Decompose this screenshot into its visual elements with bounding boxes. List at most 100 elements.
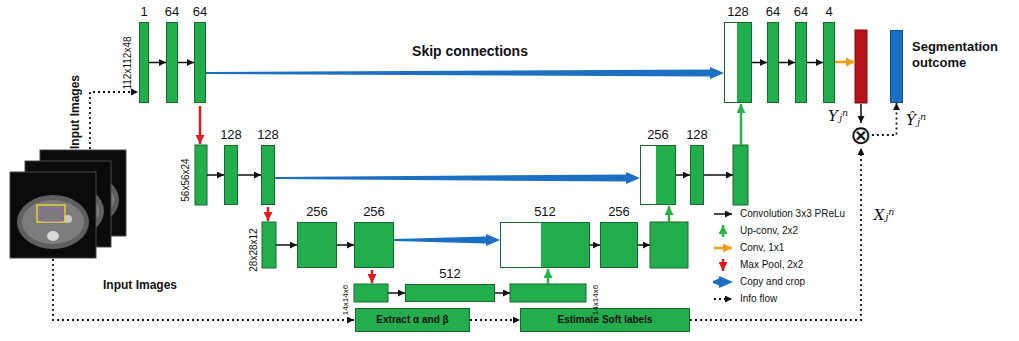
dimension-label: 28x28x12 — [248, 228, 260, 271]
legend-sample — [712, 276, 734, 288]
info-flow-arrow — [872, 103, 897, 135]
legend-label: Conv, 1x1 — [740, 242, 784, 254]
channel-count: 128 — [237, 127, 299, 143]
legend-sample — [712, 293, 734, 305]
info-flow-arrow — [470, 319, 520, 321]
up-conv-arrow — [740, 104, 743, 145]
legend-row: Info flow — [712, 290, 845, 307]
dimension-label: 14x14x6 — [591, 285, 600, 315]
feature-map: 64 — [194, 22, 206, 103]
probability-map — [855, 30, 867, 103]
legend-label: Info flow — [740, 293, 777, 305]
dimension-label: 112x112x48 — [122, 36, 134, 89]
up-conv-arrow — [668, 206, 671, 222]
channel-count: 256 — [273, 204, 361, 220]
edge-label: Xⱼⁿ — [874, 207, 895, 224]
feature-map: 128 — [224, 145, 238, 205]
edge-label: Skip connections — [412, 43, 528, 59]
legend-sample — [712, 259, 734, 271]
legend-arrow — [714, 298, 732, 300]
input-label: Input Images — [69, 75, 83, 149]
conv-arrow — [807, 62, 823, 64]
legend-row: Convolution 3x3 PReLu — [712, 205, 845, 222]
up-conv-arrow — [547, 269, 550, 284]
max-pool-arrow — [199, 106, 202, 144]
channel-count: 4 — [799, 4, 859, 20]
conv-arrow — [276, 244, 297, 246]
conv-arrow — [638, 244, 650, 246]
max-pool-arrow — [371, 270, 374, 283]
channel-count: 512 — [476, 204, 614, 220]
legend-label: Up-conv, 2x2 — [740, 225, 798, 237]
feature-map — [650, 222, 688, 268]
feature-map: 1 — [139, 22, 149, 103]
channel-count: 64 — [170, 4, 230, 20]
input-label: Input Images — [103, 279, 177, 293]
feature-map — [262, 222, 276, 268]
channel-count: 1 — [115, 4, 173, 20]
legend-sample — [712, 208, 734, 220]
process-label: Extract α and β — [376, 314, 448, 326]
channel-count: 128 — [700, 4, 776, 20]
legend-arrow — [714, 246, 732, 249]
concat-feature-map: 256 — [640, 145, 676, 205]
skip-connection — [394, 234, 500, 246]
feature-map: 256 — [600, 222, 638, 268]
channel-count: 64 — [771, 4, 831, 20]
product-arrow — [860, 104, 862, 123]
legend-chevron — [713, 276, 733, 288]
conv-arrow — [704, 174, 733, 176]
legend-arrow — [722, 225, 725, 237]
legend-label: Max Pool, 2x2 — [740, 259, 803, 271]
feature-map: 4 — [823, 22, 835, 103]
feature-map: 256 — [354, 222, 394, 268]
conv-arrow — [388, 292, 405, 294]
process-box: Estimate Soft labels — [520, 308, 690, 332]
feature-map: 64 — [795, 22, 807, 103]
legend-arrow — [714, 213, 732, 215]
info-flow-arrow — [690, 148, 861, 320]
concat-feature-map: 128 — [724, 22, 752, 103]
feature-map — [510, 284, 586, 302]
channel-count: 256 — [576, 204, 662, 220]
conv-arrow — [752, 62, 767, 64]
ct-slice — [10, 172, 96, 258]
dimension-label: 56x56x24 — [180, 158, 192, 201]
conv-arrow — [495, 292, 510, 294]
feature-map: 512 — [405, 284, 495, 302]
channel-count: 128 — [200, 127, 262, 143]
legend: Convolution 3x3 PReLuUp-conv, 2x2Conv, 1… — [712, 205, 845, 307]
info-flow-line — [90, 92, 138, 149]
conv-arrow — [590, 244, 600, 246]
output-map: Segmentation outcome — [890, 30, 903, 103]
multiply-operator: ⊗ — [850, 122, 872, 148]
legend-row: Up-conv, 2x2 — [712, 222, 845, 239]
feature-map: 128 — [690, 145, 704, 205]
process-box: Extract α and β — [355, 308, 470, 332]
channel-count: 256 — [330, 204, 418, 220]
channel-count: 128 — [666, 127, 728, 143]
skip-connection — [275, 172, 640, 184]
skip-connection — [206, 67, 724, 79]
conv-arrow — [149, 62, 166, 64]
legend-label: Copy and crop — [740, 276, 805, 288]
operator-symbol: ⊗ — [850, 122, 872, 148]
feature-map — [195, 145, 207, 205]
feature-map — [354, 284, 388, 302]
legend-row: Conv, 1x1 — [712, 239, 845, 256]
legend-row: Max Pool, 2x2 — [712, 256, 845, 273]
conv-arrow — [676, 174, 690, 176]
conv-arrow — [238, 174, 261, 176]
max-pool-arrow — [267, 207, 270, 221]
concat-feature-map: 512 — [500, 222, 590, 268]
edge-label: Ŷⱼⁿ — [906, 112, 926, 129]
feature-map — [733, 145, 748, 205]
conv-arrow — [178, 62, 194, 64]
info-flow-line — [53, 259, 354, 320]
conv1x1-arrow — [835, 61, 855, 64]
output-caption: Segmentation outcome — [912, 39, 1012, 71]
feature-map: 64 — [166, 22, 178, 103]
process-label: Estimate Soft labels — [557, 314, 652, 326]
